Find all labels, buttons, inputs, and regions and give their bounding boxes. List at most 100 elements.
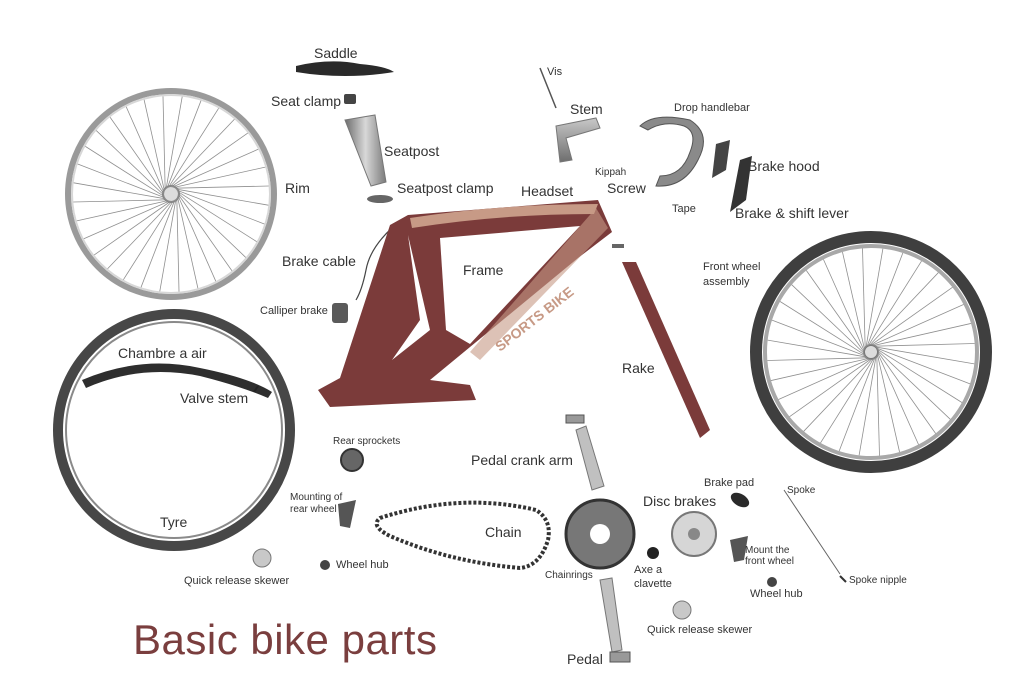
label-seatpost-clamp: Seatpost clamp: [397, 180, 494, 196]
label-seat-clamp: Seat clamp: [271, 93, 342, 109]
label-tyre: Tyre: [160, 514, 188, 530]
label-mounting-rear-1: Mounting of: [290, 492, 343, 503]
spoke-line: [838, 357, 876, 452]
spoke-line: [123, 200, 175, 280]
spoke-part: [783, 489, 841, 575]
label-chain: Chain: [485, 524, 522, 540]
label-pedal: Pedal: [567, 651, 603, 667]
spoke-line: [140, 199, 176, 288]
pedal-lower-part: [599, 577, 623, 653]
label-disc-brakes: Disc brakes: [643, 493, 717, 509]
front-wheel-assembly: [750, 231, 992, 473]
brake-pad-part: [730, 492, 750, 508]
spoke-line: [73, 182, 167, 200]
label-drop-handlebar: Drop handlebar: [674, 102, 750, 114]
spoke-line: [862, 248, 866, 349]
label-seatpost: Seatpost: [384, 143, 440, 159]
label-valve-stem: Valve stem: [180, 390, 249, 406]
label-front-wheel-2: assembly: [703, 276, 750, 288]
spoke-nipple-part: [839, 575, 847, 583]
drop-handlebar-part: [639, 116, 704, 187]
brake-hood-part: [712, 140, 730, 178]
spoke-line: [778, 358, 870, 400]
vis-part: [539, 67, 557, 109]
seatpost-part: [344, 114, 387, 187]
bike-frame: [318, 200, 612, 407]
spoke-line: [73, 199, 168, 203]
label-quick-release-left: Quick release skewer: [184, 575, 290, 587]
label-quick-release-right: Quick release skewer: [647, 624, 753, 636]
rake-part: [622, 262, 710, 438]
tyre: [53, 309, 295, 551]
spoke-line: [877, 351, 936, 434]
label-rear-sprockets: Rear sprockets: [333, 436, 401, 447]
label-wheel-hub-right: Wheel hub: [750, 588, 803, 600]
spoke-line: [177, 196, 199, 289]
spoke-line: [858, 356, 877, 456]
spoke-line: [125, 106, 165, 193]
spoke-line: [877, 354, 900, 453]
label-vis: Vis: [547, 66, 563, 78]
chain-part: [374, 500, 551, 571]
spoke-line: [76, 200, 169, 222]
spoke-line: [166, 100, 202, 189]
label-brake-pad: Brake pad: [704, 477, 755, 489]
crank-arm-part: [575, 425, 605, 491]
spoke-line: [174, 185, 269, 189]
label-spoke: Spoke: [787, 485, 816, 496]
spoke-line: [867, 260, 922, 346]
pedal-top-part: [565, 414, 585, 424]
spoke-line: [159, 198, 177, 292]
label-spoke-nipple: Spoke nipple: [849, 575, 907, 586]
spoke-line: [865, 248, 884, 348]
spoke-line: [175, 188, 269, 206]
spoke-line: [177, 195, 217, 282]
label-frame: Frame: [463, 262, 504, 278]
spoke-line: [779, 301, 865, 356]
spoke-line: [866, 252, 904, 347]
label-rake: Rake: [622, 360, 655, 376]
spoke-line: [842, 251, 865, 350]
seatpost-clamp-part: [367, 195, 393, 203]
brake-shift-lever-part: [730, 156, 752, 212]
wheel-hub-left-part: [320, 560, 330, 570]
spoke-line: [803, 358, 873, 432]
quick-release-left-part: [252, 548, 272, 568]
wheel-hub-right-part: [767, 577, 777, 587]
spoke-line: [767, 357, 868, 361]
label-stem: Stem: [570, 101, 603, 117]
inner-tube: [82, 363, 272, 398]
spoke-line: [176, 197, 180, 292]
label-calliper-brake: Calliper brake: [260, 305, 328, 317]
stem-part: [555, 117, 601, 163]
label-chambre-a-air: Chambre a air: [118, 345, 207, 361]
calliper-brake-part: [332, 303, 348, 323]
label-headset: Headset: [521, 183, 574, 199]
label-pedal-crank-arm: Pedal crank arm: [471, 452, 573, 468]
spoke-line: [170, 132, 248, 188]
chainring-center: [590, 524, 610, 544]
spoke-line: [172, 148, 259, 188]
label-tape: Tape: [672, 203, 696, 215]
label-brake-cable: Brake cable: [282, 253, 356, 269]
valve-stem-part: [253, 385, 259, 393]
spoke-line: [770, 358, 869, 381]
spoke-line: [875, 346, 975, 365]
spoke-line: [177, 193, 233, 271]
rear-sprockets-part: [340, 448, 364, 472]
label-mount-front-2: front wheel: [745, 556, 794, 567]
spoke-line: [94, 200, 172, 256]
label-axe-1: Axe a: [634, 564, 663, 576]
axle-part: [647, 547, 659, 559]
spoke-line: [177, 190, 257, 242]
saddle-part: [296, 61, 394, 76]
spoke-line: [177, 192, 246, 258]
label-axe-2: clavette: [634, 578, 672, 590]
label-chainrings: Chainrings: [545, 570, 593, 581]
spoke-line: [143, 99, 165, 192]
label-kippah: Kippah: [595, 167, 627, 178]
spoke-line: [877, 353, 919, 445]
spoke-line: [767, 339, 867, 358]
spoke-line: [83, 200, 170, 240]
